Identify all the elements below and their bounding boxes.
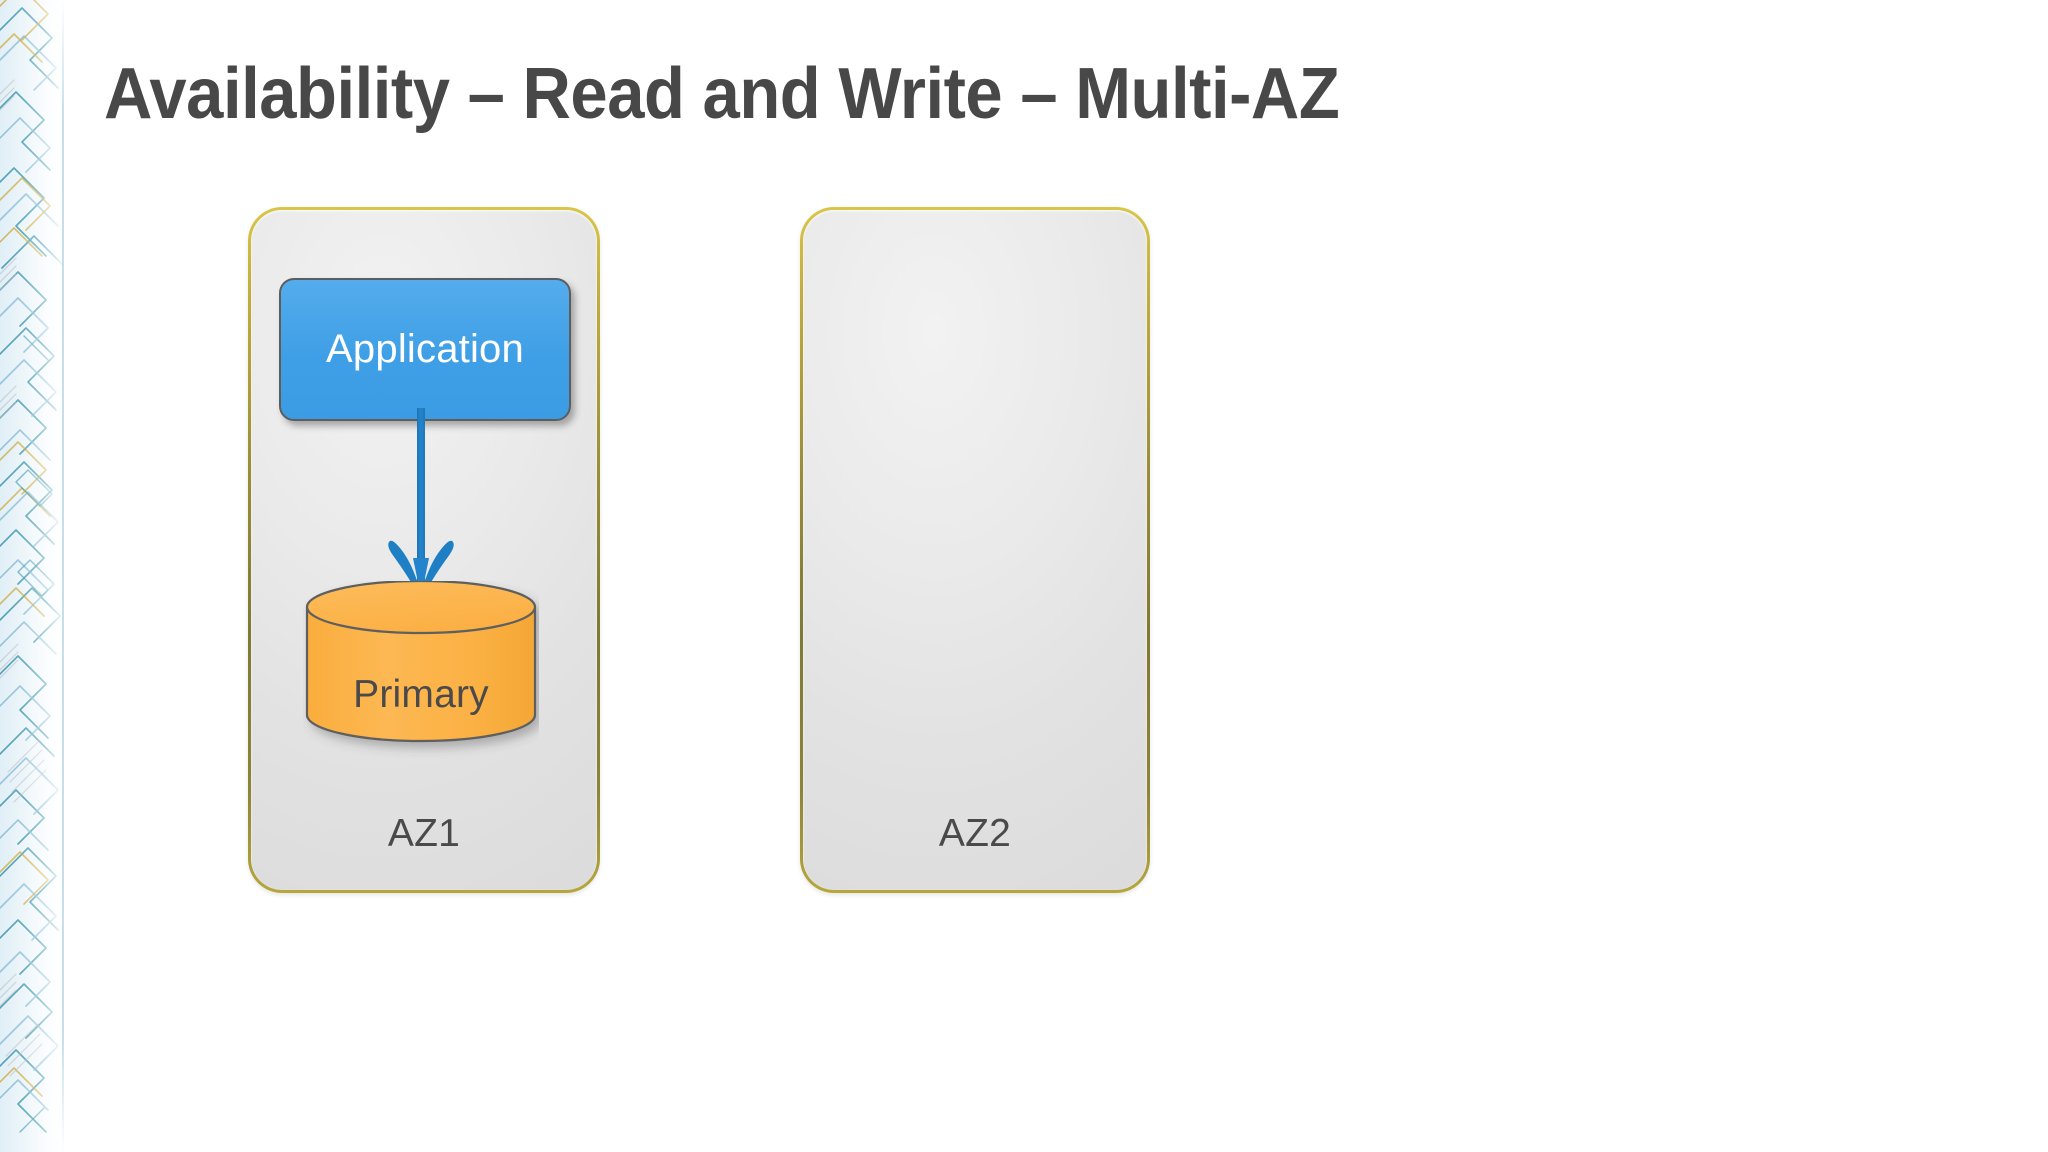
primary-database-node[interactable]: Primary <box>303 579 539 763</box>
az1-inner-surface: Application <box>251 210 597 890</box>
application-node[interactable]: Application <box>279 278 571 421</box>
availability-zone-az1: Application <box>248 207 600 893</box>
band-hairline <box>62 0 64 1152</box>
arrow-application-to-primary-icon <box>388 408 454 597</box>
availability-zone-az2: AZ2 <box>800 207 1150 893</box>
application-node-label: Application <box>326 327 524 371</box>
az1-label: AZ1 <box>387 812 461 855</box>
database-cylinder-icon <box>305 579 537 743</box>
left-decorative-band <box>0 0 76 1152</box>
az2-label: AZ2 <box>938 812 1012 855</box>
page-title: Availability – Read and Write – Multi-AZ <box>104 54 1340 134</box>
band-fade <box>0 0 76 1152</box>
az2-inner-surface: AZ2 <box>803 210 1147 890</box>
